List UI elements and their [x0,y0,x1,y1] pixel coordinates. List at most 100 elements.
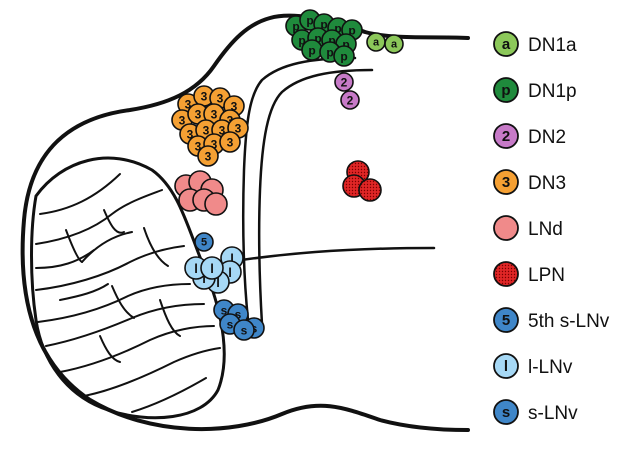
legend-swatch [493,399,519,425]
cluster-lpn [342,160,382,202]
legend-item-dn2: 2 DN2 [493,123,566,149]
neuron-cell-label: p [298,34,305,48]
brain-outline [20,13,470,432]
legend-swatch [493,77,519,103]
cluster-lnd [174,170,228,216]
neuron-cell-label: p [292,20,299,34]
neuron-cell-label: 3 [219,124,226,138]
neuron-cell-label: p [326,46,333,60]
legend-swatch [493,307,519,333]
neuron-cell-label: 3 [227,136,234,150]
legend-swatch [493,123,519,149]
legend-swatch-label: s [502,404,510,421]
outer-contour [20,13,470,432]
neuron-cell-label: 2 [341,76,348,90]
legend-label: l-LNv [528,357,573,378]
neuron-cell-label: p [320,18,327,32]
neuron-cell-lpn [358,178,382,202]
legend-item-dn1a: a DN1a [493,31,577,57]
neuron-cell-label: 3 [227,114,234,128]
cluster-5thslnv: 5 [194,232,214,252]
neuron-cell-dn3 [219,131,241,153]
neuron-cell-label: 3 [231,100,238,114]
neuron-cell-label: p [342,38,349,52]
neuron-cell-label: p [340,50,347,64]
neuron-cell-label: p [306,14,313,28]
neuron-cell-label: p [314,32,321,46]
legend-label: DN3 [528,173,566,194]
legend-item-dn1p: p DN1p [493,77,577,103]
legend-swatch-label: p [501,82,510,99]
neuron-cell-label: 3 [201,90,208,104]
neuron-cell-dn3 [197,145,219,167]
legend-label: DN1p [528,81,577,102]
legend-label: LNd [528,219,563,240]
legend-swatch-label: l [504,358,508,375]
neuron-cell-label: p [328,34,335,48]
legend-item-dn3: 3 DN3 [493,169,566,195]
neuron-cell-label: 5 [201,237,207,249]
legend-swatch [493,169,519,195]
neuron-cell-label: s [227,318,234,332]
neuron-cell-label: 3 [195,140,202,154]
legend-label: s-LNv [528,403,578,424]
neuron-cell-label: 3 [203,124,210,138]
neuron-cell-label: 2 [347,94,354,108]
legend-swatch-label: 2 [502,128,510,145]
legend-swatch [493,261,519,287]
legend-swatch-label: a [502,36,511,53]
neuron-cell-label: 3 [185,98,192,112]
neuron-cell-label: 3 [211,108,218,122]
legend-swatch [493,353,519,379]
legend-label: DN1a [528,35,577,56]
neuron-cell-label: a [391,39,398,51]
cluster-slnv: sssss [213,299,265,341]
legend-label: DN2 [528,127,566,148]
neuropil-lines [35,173,221,413]
neuron-cell-llnv [200,256,224,280]
legend-swatch [493,215,519,241]
neuron-cell-label: p [348,24,355,38]
legend-label: LPN [528,265,565,286]
neuron-cell-label: s [241,324,248,338]
neuron-cell-label: s [235,308,242,322]
legend-item-lnd: LNd [493,215,563,241]
neuron-cell-label: l [216,275,220,290]
neuron-cell-label: 3 [211,138,218,152]
neuron-cell-5thslnv [194,232,214,252]
legend-item-llnv: l l-LNv [493,353,573,379]
neuron-cell-label: 3 [217,92,224,106]
neuron-cell-slnv [233,319,255,341]
neuron-cell-lnd [204,192,228,216]
neuron-cell-label: 3 [187,128,194,142]
dorsal-tract-lower [257,68,374,326]
projection-tracts [226,56,436,326]
cluster-dn2: 22 [334,72,360,110]
inner-neuropil [30,156,226,420]
neuron-cell-label: 3 [235,122,242,136]
neuron-cell-label: p [334,22,341,36]
legend-item-slnv: s s-LNv [493,399,578,425]
legend-swatch [493,31,519,57]
legend-swatch-label: 3 [502,174,510,191]
neuron-cell-label: l [210,261,214,276]
neuron-cell-label: a [373,37,380,49]
neuron-cell-dn1p [333,45,355,67]
neuron-cell-dn2 [334,72,354,92]
neuron-cell-label: p [308,44,315,58]
legend-item-lpn: LPN [493,261,565,287]
legend-label: 5th s-LNv [528,311,610,332]
lLNv-projection [226,246,436,264]
neuron-cell-dn2 [340,90,360,110]
neuron-cell-label: l [194,261,198,276]
neuron-cell-label: l [228,265,232,280]
neuron-cell-label: 3 [195,108,202,122]
